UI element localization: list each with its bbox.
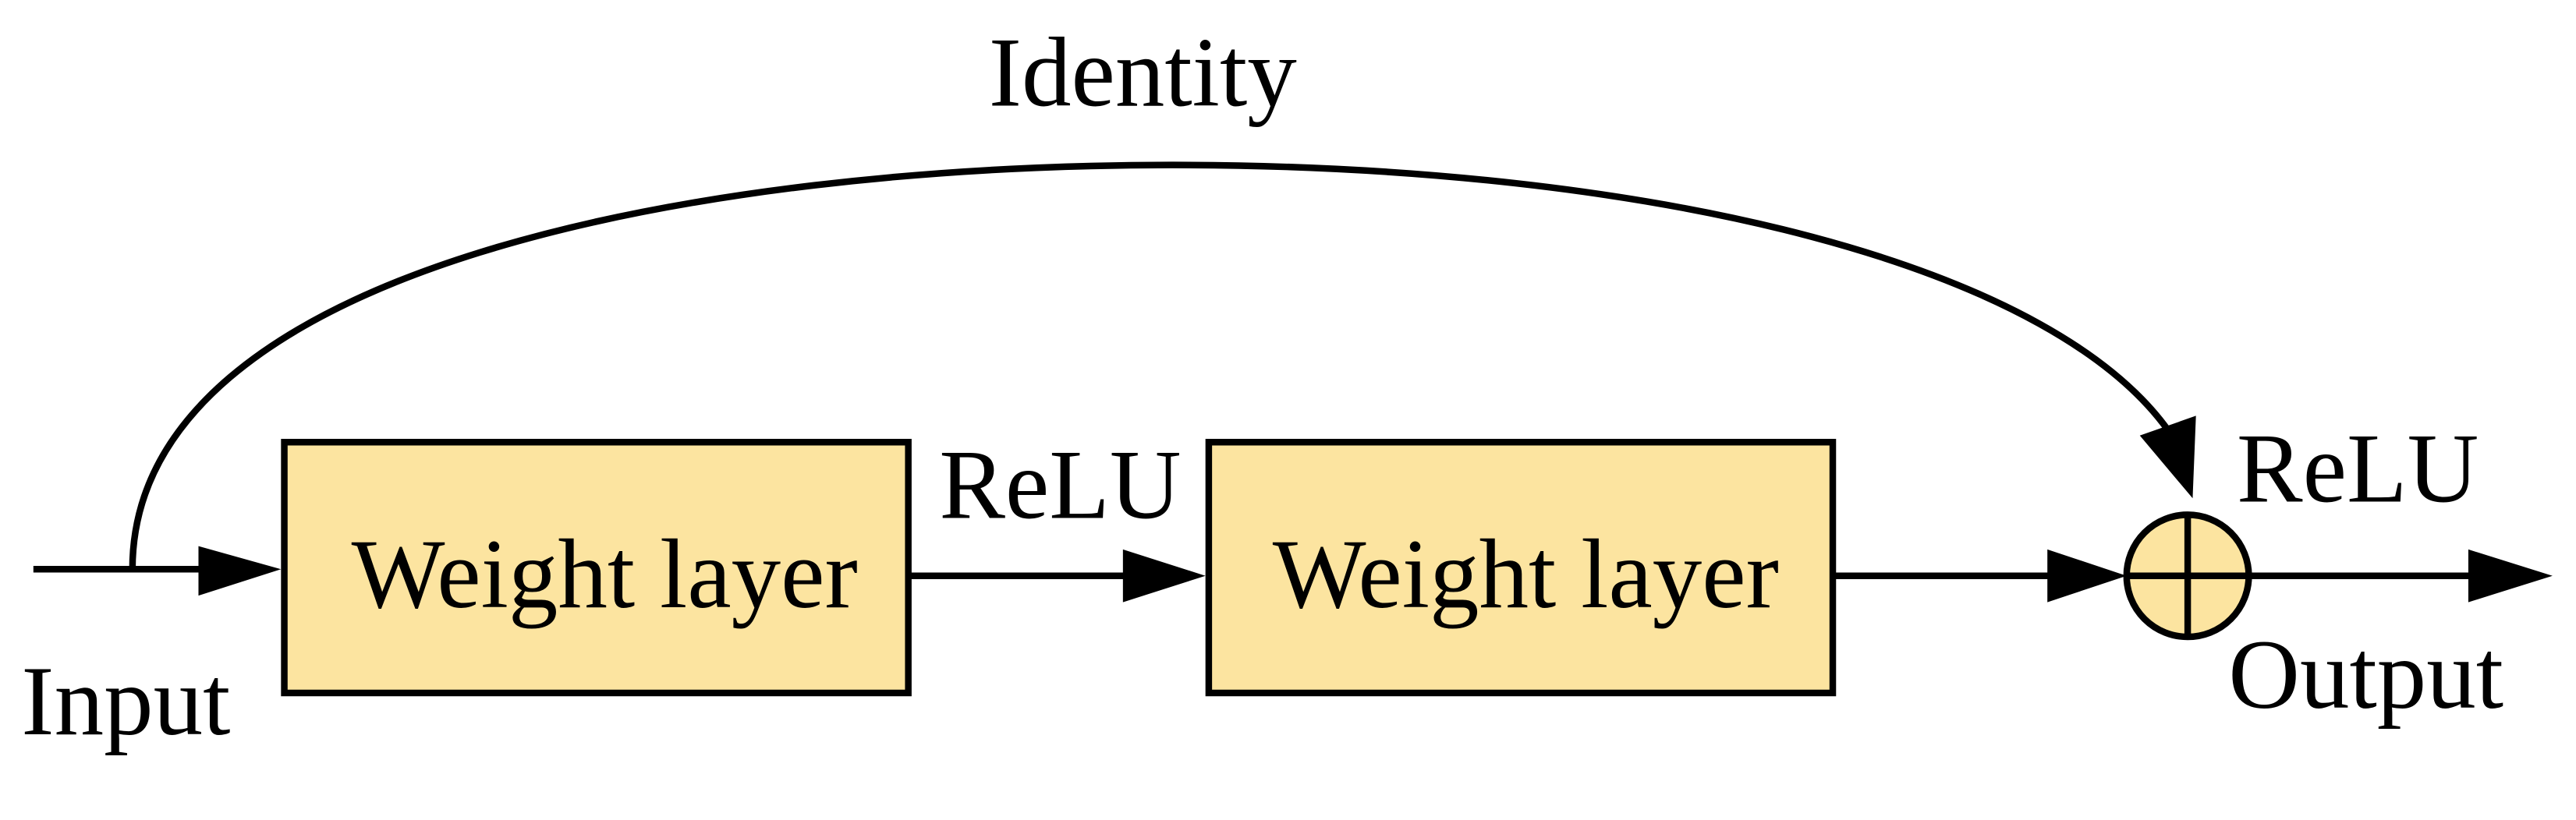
layer-connection-arrowhead [1122, 549, 1206, 603]
input-label: Input [21, 647, 230, 756]
relu-label-after-sum: ReLU [2237, 414, 2479, 523]
identity-arrowhead [2139, 415, 2196, 499]
sum-input-arrowhead [2047, 549, 2127, 603]
output-label: Output [2228, 620, 2503, 730]
weight-layer-2-label: Weight layer [1273, 520, 1779, 629]
weight-layer-1-label: Weight layer [352, 520, 858, 629]
relu-label-between: ReLU [939, 431, 1181, 540]
identity-skip-connection [129, 161, 2179, 570]
identity-label: Identity [989, 18, 1297, 127]
weight-layer-2 [1205, 439, 1837, 697]
output-arrowhead [2468, 549, 2553, 603]
sum-node [2123, 511, 2252, 641]
input-arrowhead [198, 546, 282, 596]
weight-layer-1 [281, 439, 912, 697]
